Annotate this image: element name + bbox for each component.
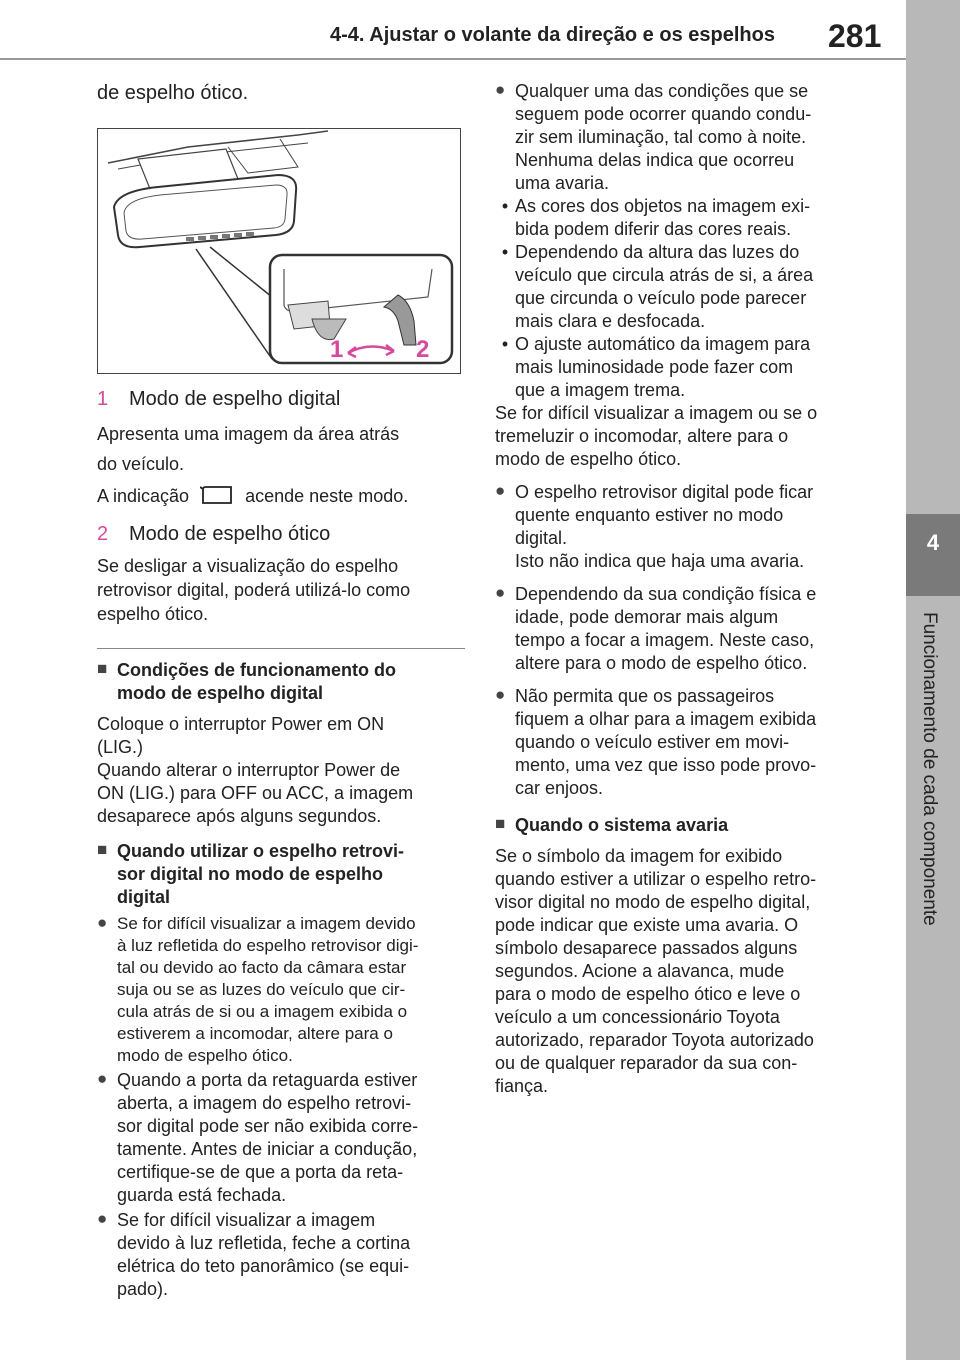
section-heading-conditions: ■ Condições de funcionamento do modo de … (97, 659, 397, 703)
mirror-illustration: 1 2 (97, 128, 461, 374)
page-header: 4-4. Ajustar o volante da direção e os e… (0, 0, 930, 60)
header-title: 4-4. Ajustar o volante da direção e os e… (330, 24, 775, 46)
list-item: ● Se for difícil visualizar a imagem dev… (97, 1209, 411, 1299)
chapter-tab (906, 0, 960, 1360)
circle-bullet-icon: ● (97, 1209, 108, 1228)
item-label: Modo de espelho ótico (129, 523, 331, 545)
circle-bullet-icon: ● (495, 481, 506, 500)
dash-item: • As cores dos objetos na imagem exi- bi… (501, 196, 811, 239)
chapter-label: Funcionamento de cada componente (919, 612, 940, 926)
item1-indication: A indicação acende neste modo. (97, 486, 409, 506)
malfunction-text: Se o símbolo da imagem for exibido quand… (495, 846, 817, 1096)
item-number: 2 (97, 523, 109, 545)
paragraph: Se for difícil visualizar a imagem ou se… (495, 403, 818, 469)
conditions-text: Coloque o interruptor Power em ON (LIG.)… (97, 714, 414, 826)
square-bullet-icon: ■ (495, 814, 506, 833)
circle-bullet-icon: ● (495, 685, 506, 704)
item2-desc-line1: Se desligar a visualização do espelho (97, 556, 399, 576)
left-column: de espelho ótico. (97, 80, 467, 1301)
chapter-number-box (906, 514, 960, 596)
page-number: 281 (828, 18, 882, 54)
circle-bullet-icon: ● (495, 583, 506, 602)
list-item: ● Dependendo da sua condição física e id… (495, 583, 817, 673)
header-rule (0, 58, 930, 60)
item1-desc-line2: do veículo. (97, 454, 185, 474)
mirror-drawing: 1 2 (107, 130, 454, 365)
list-item: ● Se for difícil visualizar a imagem dev… (97, 913, 419, 1065)
dash-item: • O ajuste automático da imagem para mai… (501, 334, 811, 400)
mode-item-digital: 1 Modo de espelho digital (97, 388, 467, 411)
list-item: ● O espelho retrovisor digital pode fica… (495, 481, 814, 571)
figure-label-2: 2 (416, 336, 429, 363)
figure-label-1: 1 (330, 336, 343, 363)
circle-bullet-icon: ● (495, 80, 506, 99)
mode-item-optical: 2 Modo de espelho ótico (97, 523, 467, 546)
list-item: ● Quando a porta da retaguarda estiver a… (97, 1069, 419, 1205)
square-bullet-icon: ■ (97, 840, 108, 859)
item2-desc-line2: retrovisor digital, poderá utilizá-lo co… (97, 580, 411, 600)
dash-item: • Dependendo da altura das luzes do veíc… (501, 242, 814, 331)
item2-desc-line3: espelho ótico. (97, 604, 209, 624)
circle-bullet-icon: ● (97, 913, 108, 932)
right-column: ● Qualquer uma das condições que se segu… (495, 78, 875, 1098)
digital-mirror-indicator-icon (199, 486, 232, 504)
list-item: ● Qualquer uma das condições que se segu… (495, 80, 812, 193)
section-heading-malfunction: ■ Quando o sistema avaria (495, 814, 729, 835)
circle-bullet-icon: ● (97, 1069, 108, 1088)
chapter-number: 4 (926, 530, 940, 555)
intro-text: de espelho ótico. (97, 82, 249, 104)
item-label: Modo de espelho digital (129, 388, 341, 410)
list-item: ● Não permita que os passageiros fiquem … (495, 685, 817, 798)
item1-desc-line1: Apresenta uma imagem da área atrás (97, 424, 400, 444)
square-bullet-icon: ■ (97, 659, 108, 678)
section-divider (97, 648, 465, 649)
item-number: 1 (97, 388, 109, 410)
section-heading-digital-use: ■ Quando utilizar o espelho retrovi- sor… (97, 840, 405, 907)
